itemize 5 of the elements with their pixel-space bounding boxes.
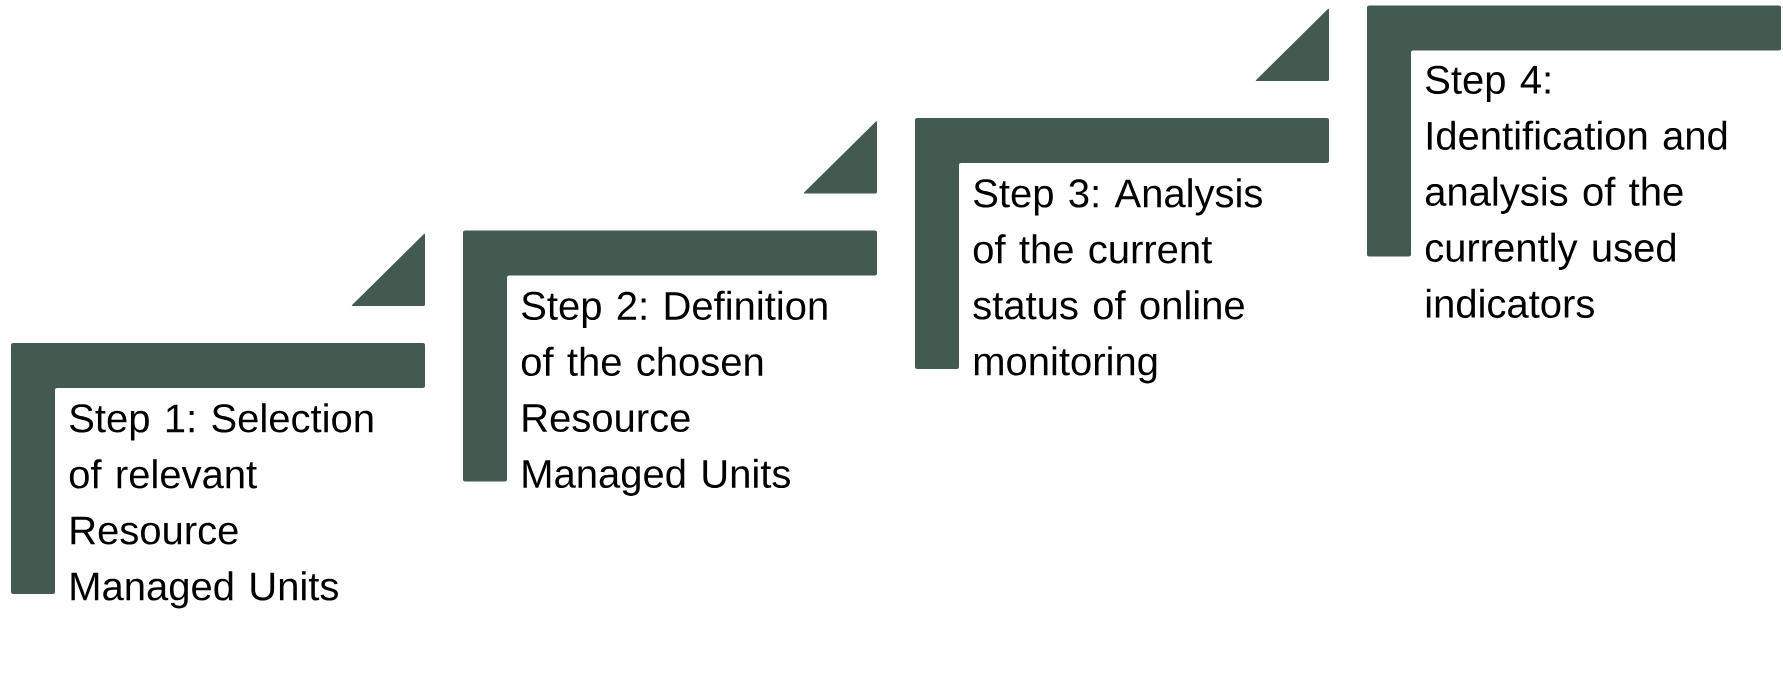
step-bracket: Step 2: Definition of the chosen Resource Managed Units	[463, 121, 877, 496]
step-bracket: Step 1: Selection of relevant Resource Managed Units	[11, 233, 425, 609]
step-bracket: Step 4: Identification and analysis of the currently used indicators	[1367, 5, 1781, 318]
node-label: indicators	[1426, 288, 1594, 319]
step-bracket: Step 3: Analysis of the current status of online monitoring	[915, 8, 1329, 384]
